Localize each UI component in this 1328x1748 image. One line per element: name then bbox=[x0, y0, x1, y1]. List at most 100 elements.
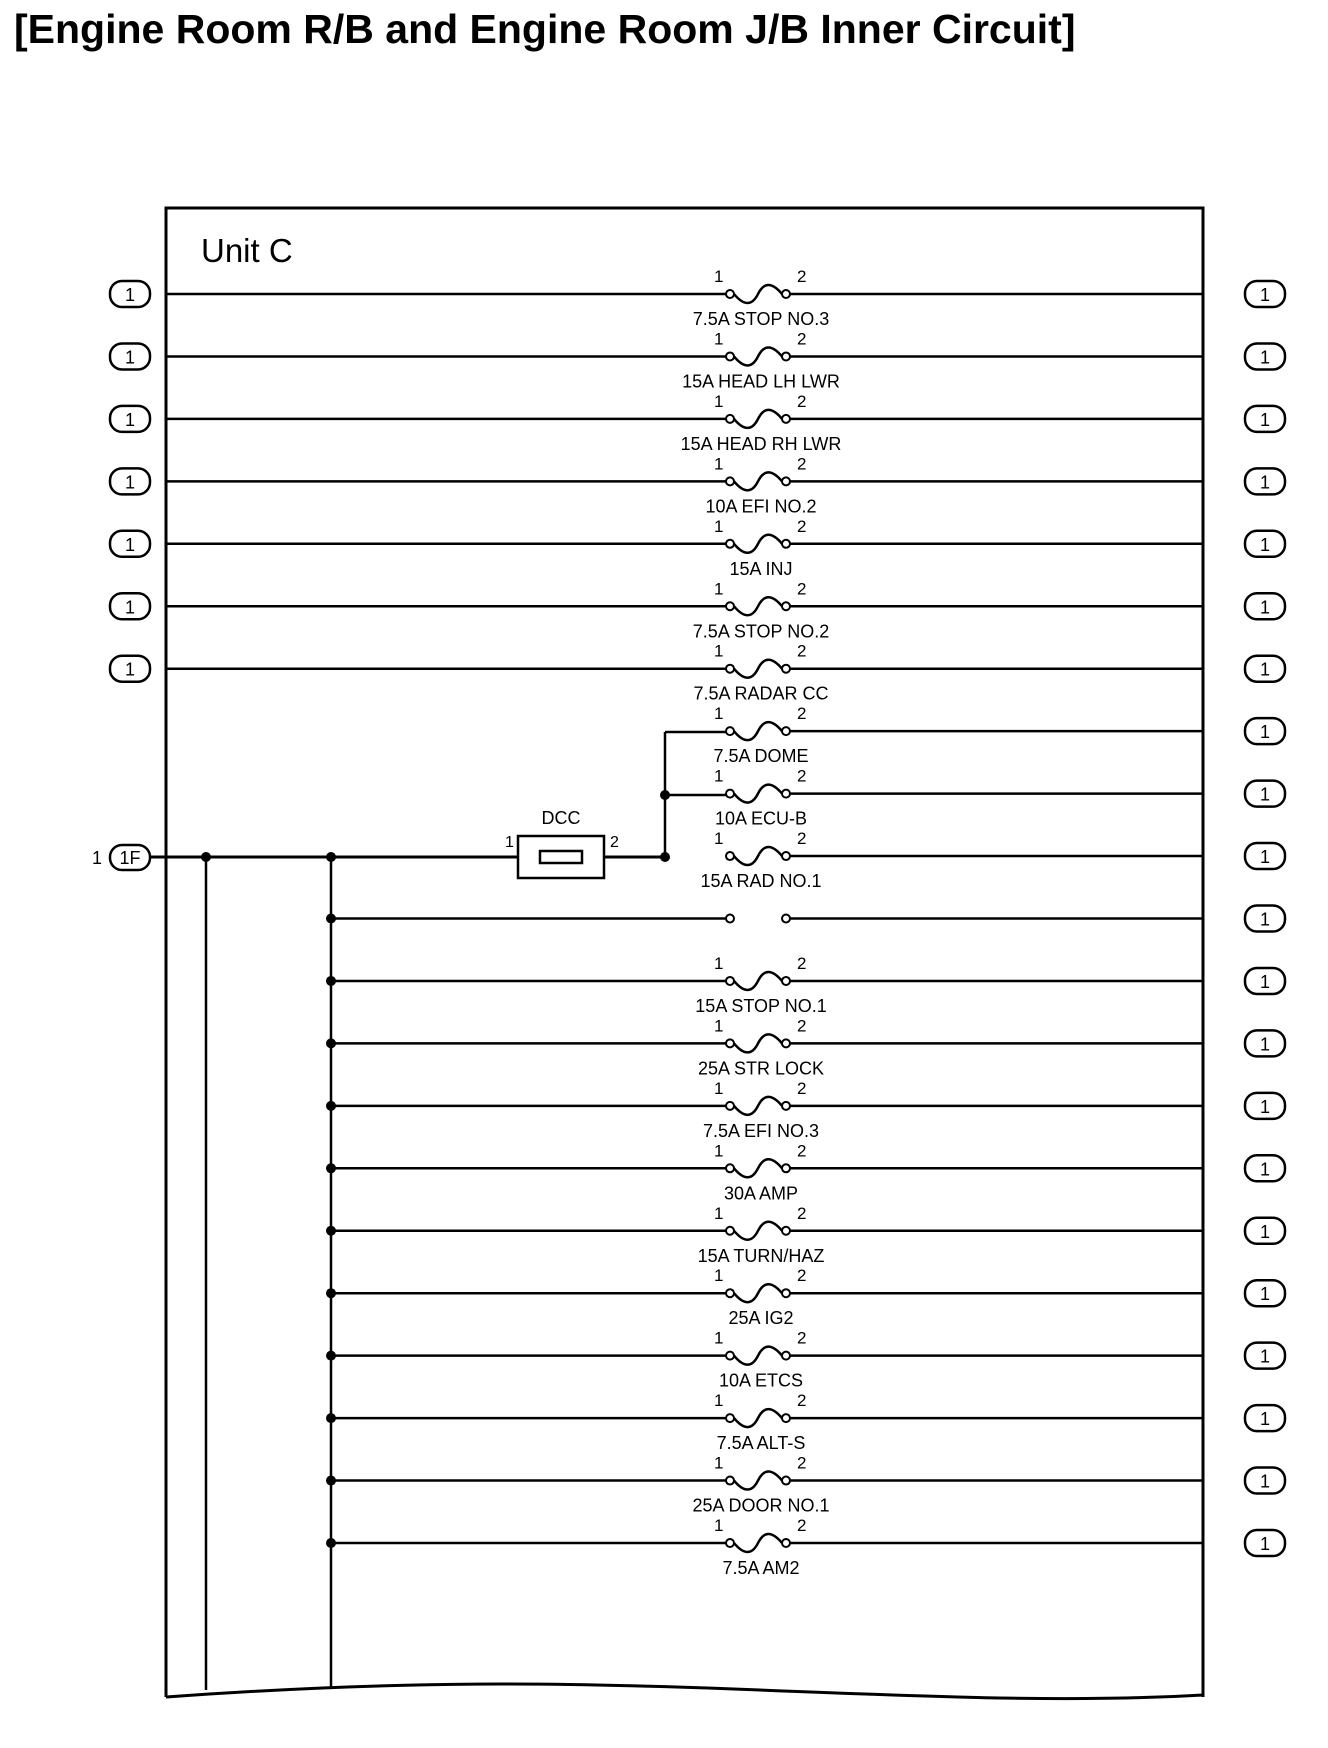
fuse-terminal bbox=[781, 663, 791, 674]
junction-dot bbox=[326, 1288, 336, 1299]
fuse-terminal bbox=[725, 663, 735, 674]
output-terminal bbox=[1243, 279, 1287, 309]
fuse-terminal bbox=[725, 975, 735, 986]
input-terminal-label: 1 bbox=[125, 472, 135, 492]
fuse-pin-1: 1 bbox=[714, 829, 723, 848]
fuse-label: 25A IG2 bbox=[728, 1308, 793, 1328]
output-terminal-label: 1 bbox=[1260, 1284, 1270, 1304]
fuse-pin-1: 1 bbox=[714, 267, 723, 286]
fuse-terminal bbox=[781, 1350, 791, 1361]
output-terminal-label: 1 bbox=[1260, 910, 1270, 930]
junction-dot bbox=[660, 852, 670, 862]
fuse-label: 10A ECU-B bbox=[715, 809, 807, 829]
fuse-pin-1: 1 bbox=[714, 954, 723, 973]
fuse-terminal bbox=[725, 289, 735, 299]
output-terminal-label: 1 bbox=[1260, 1472, 1270, 1492]
fuse-pin-2: 2 bbox=[797, 704, 806, 723]
fuse-symbol bbox=[733, 283, 783, 305]
fuse-pin-2: 2 bbox=[797, 1204, 806, 1223]
fuse-terminal bbox=[725, 913, 735, 924]
fuse-pin-2: 2 bbox=[797, 267, 806, 286]
output-terminal-label: 1 bbox=[1260, 1034, 1270, 1054]
fuse-pin-1: 1 bbox=[714, 767, 723, 786]
input-terminal bbox=[108, 404, 152, 434]
fuse-pin-2: 2 bbox=[797, 829, 806, 848]
output-terminal bbox=[1243, 1091, 1287, 1121]
fuse-terminal bbox=[725, 851, 735, 862]
fuse-symbol bbox=[733, 1345, 783, 1366]
fuse-terminal bbox=[725, 351, 735, 362]
output-terminal bbox=[1243, 1466, 1287, 1495]
fuse-terminal bbox=[781, 1100, 791, 1111]
fuse-symbol bbox=[733, 1095, 783, 1117]
fuse-terminal bbox=[725, 1038, 735, 1049]
output-terminal-label: 1 bbox=[1260, 347, 1270, 367]
fuse-terminal bbox=[725, 538, 735, 549]
fuse-terminal bbox=[725, 1538, 735, 1548]
output-terminal bbox=[1243, 467, 1287, 496]
output-terminal-label: 1 bbox=[1260, 1347, 1270, 1367]
fuse-label: 7.5A AM2 bbox=[722, 1558, 799, 1578]
junction-dot bbox=[326, 913, 336, 924]
fuse-terminal bbox=[781, 413, 791, 424]
fuse-terminal bbox=[725, 476, 735, 487]
fuse-terminal bbox=[781, 1038, 791, 1049]
fuse-pin-2: 2 bbox=[797, 579, 806, 598]
input-terminal bbox=[108, 342, 152, 371]
junction-dot bbox=[326, 1163, 336, 1174]
fuse-pin-1: 1 bbox=[714, 1391, 723, 1410]
output-terminal bbox=[1243, 1528, 1287, 1558]
fuse-pin-2: 2 bbox=[797, 1079, 806, 1098]
fuse-terminal bbox=[725, 1475, 735, 1486]
output-terminal bbox=[1243, 841, 1287, 871]
fuse-terminal bbox=[781, 476, 791, 487]
fuse-pin-1: 1 bbox=[714, 1204, 723, 1223]
input-terminal bbox=[108, 529, 152, 559]
fuse-pin-2: 2 bbox=[797, 517, 806, 536]
fuse-symbol bbox=[733, 1220, 783, 1241]
fuse-pin-2: 2 bbox=[797, 1141, 806, 1160]
junction-dot bbox=[660, 790, 670, 800]
fuse-label: 7.5A EFI NO.3 bbox=[703, 1121, 819, 1141]
fuse-symbol bbox=[733, 1033, 783, 1054]
fuse-pin-2: 2 bbox=[797, 1516, 806, 1535]
fuse-terminal bbox=[781, 851, 791, 862]
output-terminal-label: 1 bbox=[1260, 1222, 1270, 1242]
output-terminal bbox=[1243, 529, 1287, 559]
fuse-terminal bbox=[781, 601, 791, 612]
fuse-label: 15A INJ bbox=[729, 559, 792, 579]
fuse-pin-1: 1 bbox=[714, 704, 723, 723]
unit-label: Unit C bbox=[201, 232, 293, 269]
fuse-pin-1: 1 bbox=[714, 392, 723, 411]
output-terminal-label: 1 bbox=[1260, 847, 1270, 867]
fuse-pin-1: 1 bbox=[714, 1454, 723, 1473]
input-terminal-label: 1 bbox=[125, 660, 135, 680]
dcc-pin-1: 1 bbox=[505, 834, 514, 851]
output-terminal bbox=[1243, 1278, 1287, 1308]
fuse-pin-1: 1 bbox=[714, 454, 723, 473]
page-title: [Engine Room R/B and Engine Room J/B Inn… bbox=[14, 6, 1076, 52]
fuse-label: 7.5A STOP NO.2 bbox=[693, 621, 829, 641]
junction-dot bbox=[326, 1100, 336, 1111]
fuse-pin-1: 1 bbox=[714, 1141, 723, 1160]
fuse-symbol bbox=[733, 1470, 783, 1491]
fuse-terminal bbox=[725, 788, 735, 799]
output-terminal-label: 1 bbox=[1260, 660, 1270, 680]
junction-dot bbox=[326, 1350, 336, 1361]
fuse-terminal bbox=[781, 975, 791, 986]
input-terminal-label: 1 bbox=[125, 597, 135, 617]
input-terminal-label: 1 bbox=[125, 347, 135, 367]
fuse-label: 15A RAD NO.1 bbox=[700, 871, 821, 891]
fuse-pin-2: 2 bbox=[797, 454, 806, 473]
junction-dot bbox=[326, 1475, 336, 1486]
fuse-pin-2: 2 bbox=[797, 392, 806, 411]
fuse-pin-2: 2 bbox=[797, 1266, 806, 1285]
fuse-label: 7.5A STOP NO.3 bbox=[693, 309, 829, 329]
output-terminal bbox=[1243, 1216, 1287, 1245]
input-terminal bbox=[108, 592, 152, 621]
output-terminal-label: 1 bbox=[1260, 722, 1270, 742]
fuse-terminal bbox=[781, 1413, 791, 1424]
input-terminal bbox=[108, 654, 152, 683]
junction-dot bbox=[326, 1038, 336, 1049]
output-terminal-label: 1 bbox=[1260, 597, 1270, 617]
